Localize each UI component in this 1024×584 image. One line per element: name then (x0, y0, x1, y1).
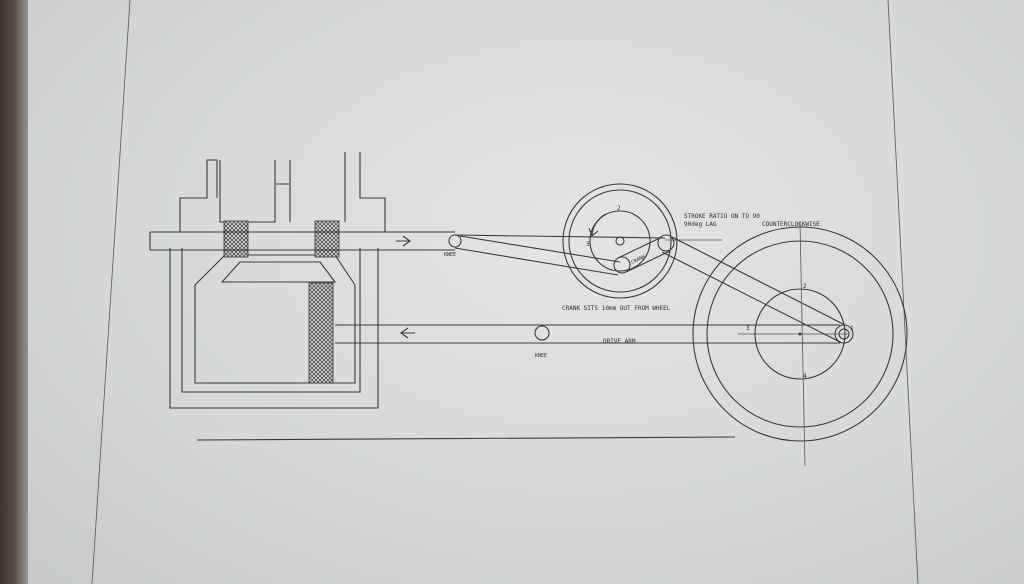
direction-note: COUNTERCLOCKWISE (762, 221, 820, 228)
arrow-right-icon (396, 235, 411, 247)
lag-note: 90deg LAG (684, 221, 717, 228)
rotation-arrow-icon (588, 213, 607, 237)
drive-arm-label: DRIVE ARM (603, 338, 636, 345)
valve-passage (220, 261, 337, 283)
wheel-mark-3: 3 (586, 241, 590, 248)
flywheel-mark-4: 4 (803, 373, 807, 380)
flywheel-hub (798, 332, 802, 336)
valve-hatch-left (223, 220, 249, 258)
crank-arm (617, 236, 671, 273)
base-line (196, 436, 736, 441)
valve-linkage (454, 234, 722, 276)
knee-joint-lower (534, 325, 550, 341)
flywheel-mark-1: 1 (850, 325, 854, 332)
flywheel-mark-2: 2 (803, 283, 807, 290)
valve-rod: KNEE (149, 231, 462, 258)
sheet-edge-right (887, 0, 919, 584)
crank-label: CRANK (630, 254, 646, 266)
wheel-mark-2: 2 (617, 205, 621, 212)
crank-pin-left (613, 256, 631, 274)
flywheel-crank-pin (834, 324, 854, 344)
cylinder-block (169, 152, 386, 409)
piston-hatch (308, 282, 334, 384)
knee-label-lower: KNEE (535, 353, 547, 359)
arrow-left-icon (400, 327, 415, 339)
knee-label-upper: KNEE (444, 252, 456, 258)
sheet-edge-left (91, 0, 131, 584)
flywheel-mark-3: 3 (746, 325, 750, 332)
crank-pin-right (657, 234, 675, 252)
block-inner (181, 248, 361, 393)
crank-offset-note: CRANK SITS 10mm OUT FROM WHEEL (562, 305, 671, 312)
eccentric-wheel: 2 3 CRANK (562, 183, 678, 299)
flywheel: 2 3 4 1 (692, 221, 908, 467)
paper-sheet (28, 0, 1024, 584)
connecting-link (661, 236, 846, 343)
valve-hatch-right (314, 220, 340, 258)
knee-joint-upper (448, 234, 462, 248)
block-outer (169, 159, 379, 409)
block-upper (344, 152, 386, 232)
drive-arm: KNEE DRIVE ARM (335, 324, 840, 359)
stroke-ratio-note: STROKE RATIO ON TO 90 (684, 213, 760, 220)
port-tubes (219, 160, 291, 223)
